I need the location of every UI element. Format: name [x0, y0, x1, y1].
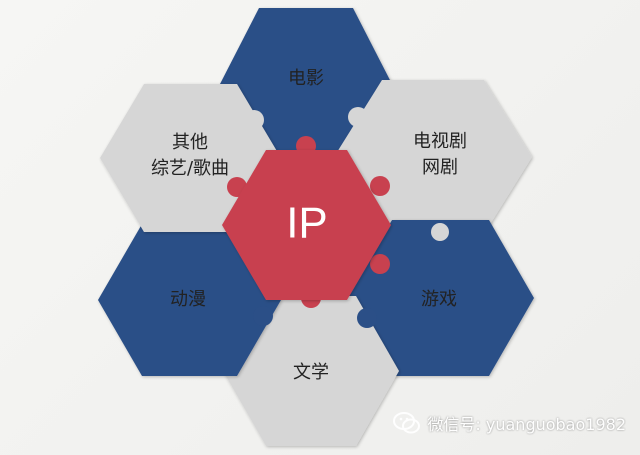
connector-knob [357, 308, 377, 328]
connector-knob [348, 107, 368, 127]
hex-center-ip: IP [222, 150, 391, 300]
connector-knob [370, 176, 390, 196]
game-label: 游戏 [421, 289, 457, 310]
watermark-text: 微信号: yuanguobao1982 [427, 415, 626, 434]
hex-game: 游戏 [347, 220, 534, 376]
wechat-icon [393, 412, 421, 434]
hex-anime: 动漫 [98, 224, 281, 376]
tv-label-line1: 电视剧 [413, 131, 467, 152]
wechat-watermark: 微信号: yuanguobao1982 [393, 411, 626, 435]
hex-literature: 文学 [223, 296, 399, 446]
connector-knob [244, 110, 264, 130]
connector-knob [370, 254, 390, 274]
tv-label-line2: 网剧 [422, 157, 458, 178]
connector-knob [253, 306, 273, 326]
film-label: 电影 [288, 68, 324, 89]
other-label-line1: 其他 [172, 132, 208, 153]
literature-label: 文学 [293, 362, 329, 383]
center-ip-label: IP [286, 199, 328, 248]
anime-label: 动漫 [170, 289, 206, 310]
hex-tv: 电视剧 网剧 [334, 80, 532, 234]
other-label-line2: 综艺/歌曲 [151, 158, 229, 179]
puzzle-connectors [227, 107, 449, 328]
connector-knob [431, 223, 449, 241]
